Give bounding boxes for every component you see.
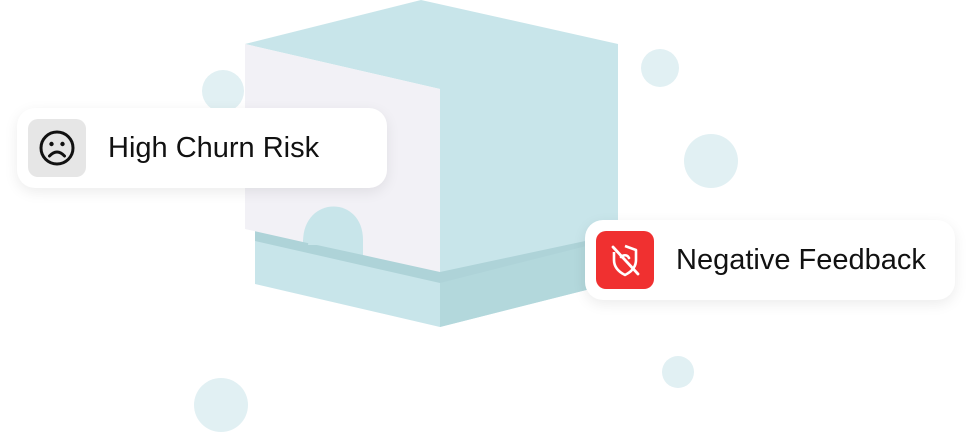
decor-dot [684, 134, 738, 188]
badge-label: Negative Feedback [676, 243, 926, 276]
decor-dot [202, 70, 244, 112]
negative-feedback-badge: Negative Feedback [585, 220, 955, 300]
decor-dot [641, 49, 679, 87]
cube-illustration [245, 0, 618, 327]
shield-off-icon [596, 231, 654, 289]
high-churn-risk-badge: High Churn Risk [17, 108, 387, 188]
sad-face-icon [28, 119, 86, 177]
decor-dot [662, 356, 694, 388]
badge-label: High Churn Risk [108, 131, 320, 164]
